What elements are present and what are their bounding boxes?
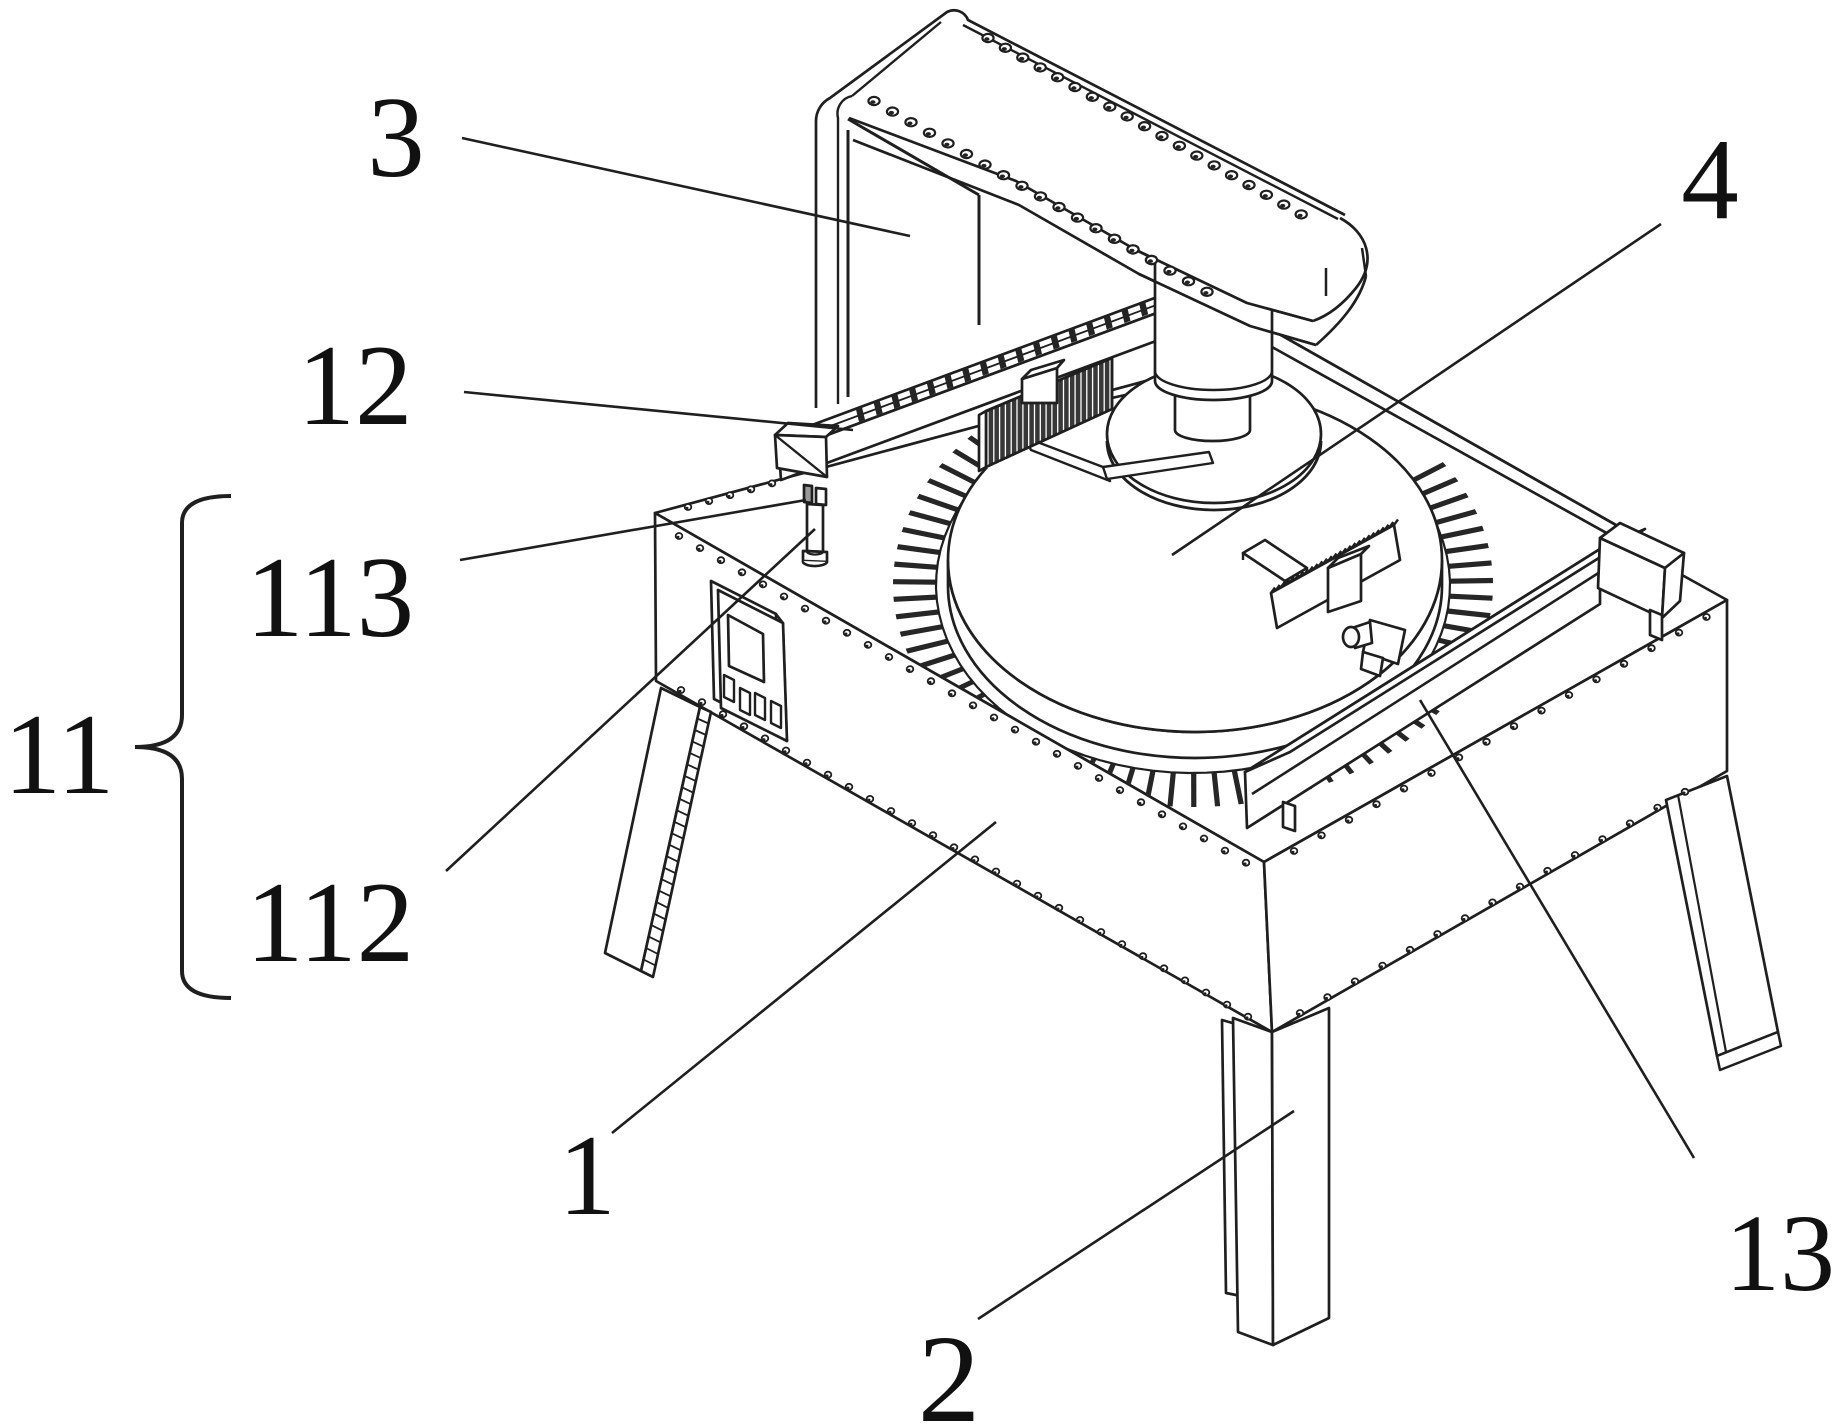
svg-text:13: 13	[1725, 1192, 1835, 1314]
svg-text:113: 113	[246, 534, 414, 661]
svg-text:4: 4	[1681, 116, 1739, 243]
svg-text:3: 3	[367, 74, 425, 201]
svg-text:12: 12	[298, 322, 413, 449]
svg-text:2: 2	[918, 1311, 981, 1423]
svg-text:11: 11	[4, 691, 115, 818]
svg-text:112: 112	[246, 859, 414, 986]
svg-text:1: 1	[558, 1112, 616, 1239]
